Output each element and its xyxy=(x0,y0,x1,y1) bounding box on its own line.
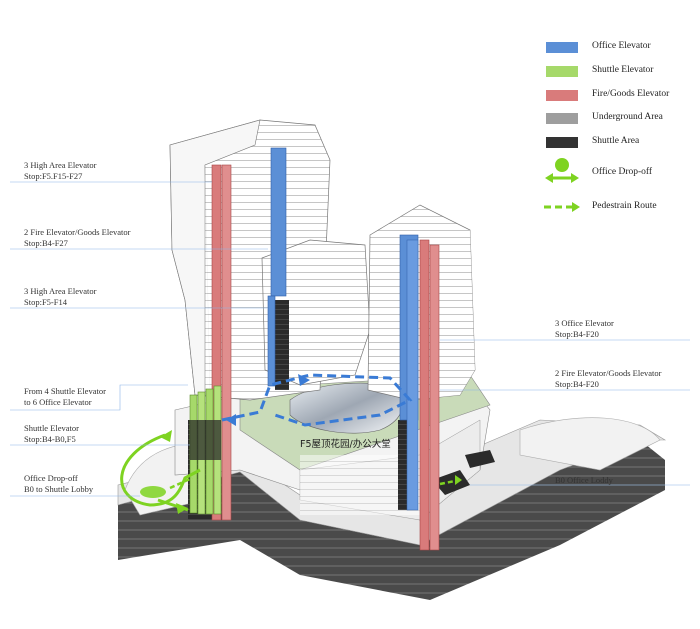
legend-office-swatch xyxy=(546,42,578,53)
callout-line2: Stop:B4-F20 xyxy=(555,329,599,339)
callout-line2: Stop:F5-F14 xyxy=(24,297,67,307)
fire-elevators xyxy=(211,164,440,551)
legend-office-label: Office Elevator xyxy=(592,41,651,51)
legend-dropoff-label: Office Drop-off xyxy=(592,167,653,177)
callout-line1: 3 Office Elevator xyxy=(555,318,614,328)
legend-dropoff: Office Drop-off xyxy=(546,166,700,182)
legend-underground: Underground Area xyxy=(546,111,700,127)
legend-dropoff-icon xyxy=(545,158,579,183)
leader-lines xyxy=(10,181,690,497)
callout-line2: B0 to Shuttle Lobby xyxy=(24,484,94,494)
callout-line2: Stop:F5.F15-F27 xyxy=(24,171,83,181)
callout-line1: Shuttle Elevator xyxy=(24,423,80,433)
legend-pedestrian: Pedestrain Route xyxy=(546,200,700,216)
callout-b0-office-lobby: B0 Office Loddy xyxy=(555,475,613,486)
office-elevators xyxy=(267,147,419,511)
callout-high-area-f15-f27: 3 High Area Elevator Stop:F5.F15-F27 xyxy=(24,160,96,182)
shuttle-elevators xyxy=(189,385,222,515)
callout-line2: Stop:B4-F20 xyxy=(555,379,599,389)
callout-line2: to 6 Office Elevator xyxy=(24,397,92,407)
callout-line2: Stop:B4-F27 xyxy=(24,238,68,248)
callout-line2: Stop:B4-B0,F5 xyxy=(24,434,76,444)
legend-office: Office Elevator xyxy=(546,40,700,56)
callout-shuttle-elevator: Shuttle Elevator Stop:B4-B0,F5 xyxy=(24,423,79,445)
legend-fire-label: Fire/Goods Elevator xyxy=(592,89,670,99)
legend-shuttle-area-label: Shuttle Area xyxy=(592,136,640,146)
callout-office-elevator-right: 3 Office Elevator Stop:B4-F20 xyxy=(555,318,614,340)
legend-pedestrian-label: Pedestrain Route xyxy=(592,201,657,211)
legend-shuttle-label: Shuttle Elevator xyxy=(592,65,654,75)
legend-underground-swatch xyxy=(546,113,578,124)
legend-shuttle-swatch xyxy=(546,66,578,77)
legend-fire-swatch xyxy=(546,90,578,101)
callout-office-dropoff: Office Drop-off B0 to Shuttle Lobby xyxy=(24,473,93,495)
legend-fire: Fire/Goods Elevator xyxy=(546,88,700,104)
legend-shuttle: Shuttle Elevator xyxy=(546,64,700,80)
legend-shuttle-area: Shuttle Area xyxy=(546,135,700,151)
callout-line1: Office Drop-off xyxy=(24,473,78,483)
plaza-label: F5屋顶花园/办公大堂 xyxy=(300,439,391,450)
callout-shuttle-transfer: From 4 Shuttle Elevator to 6 Office Elev… xyxy=(24,386,106,408)
callout-line1: 3 High Area Elevator xyxy=(24,286,97,296)
legend-shuttle-area-swatch xyxy=(546,137,578,148)
callout-line1: 2 Fire Elevator/Goods Elevator xyxy=(555,368,662,378)
legend-pedestrian-icon xyxy=(544,202,580,212)
callout-high-area-f5-f14: 3 High Area Elevator Stop:F5-F14 xyxy=(24,286,96,308)
callout-fire-goods-right: 2 Fire Elevator/Goods Elevator Stop:B4-F… xyxy=(555,368,661,390)
callout-line1: B0 Office Loddy xyxy=(555,475,613,485)
callout-fire-goods-left: 2 Fire Elevator/Goods Elevator Stop:B4-F… xyxy=(24,227,130,249)
callout-line1: 2 Fire Elevator/Goods Elevator xyxy=(24,227,131,237)
callout-line1: From 4 Shuttle Elevator xyxy=(24,386,106,396)
callout-line1: 3 High Area Elevator xyxy=(24,160,97,170)
legend-underground-label: Underground Area xyxy=(592,112,663,122)
pedestrian-route xyxy=(120,373,462,514)
